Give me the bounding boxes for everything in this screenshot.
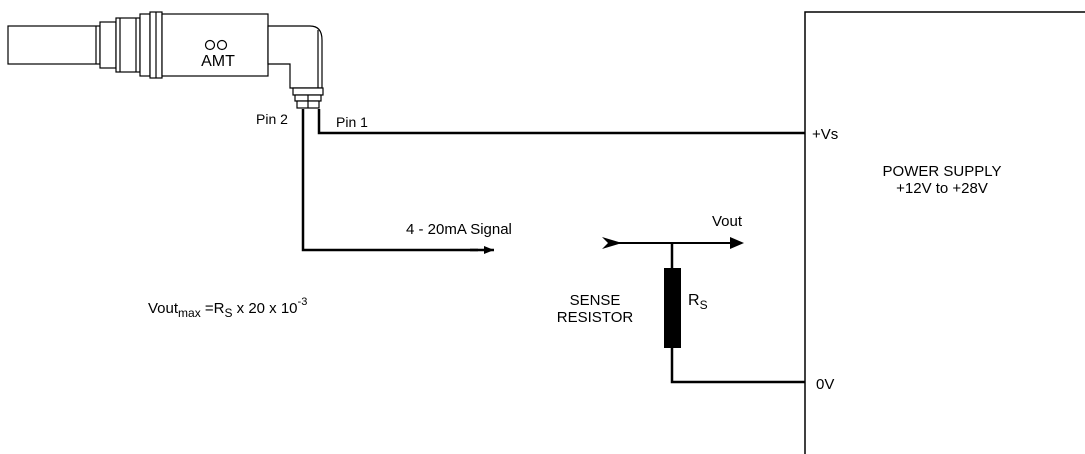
vout-node (608, 242, 734, 268)
wiring (301, 109, 805, 384)
power-supply-box (804, 11, 1085, 454)
amt-transducer-icon (7, 11, 324, 109)
vout-output-arrow-icon (730, 237, 744, 249)
power-supply-title-line1: POWER SUPPLY (882, 163, 1002, 180)
formula-prefix: Vout (148, 300, 179, 317)
vout-label: Vout (712, 213, 743, 230)
formula-rest: x 20 x 10 (232, 300, 298, 317)
plus-vs-label: +Vs (812, 126, 839, 143)
pin2-label: Pin 2 (256, 111, 288, 127)
pin1-wire (317, 109, 805, 135)
formula-middle: =R (200, 300, 225, 317)
formula-middle-sub: S (224, 306, 233, 320)
power-supply-title-line2: +12V to +28V (896, 180, 988, 197)
sense-resistor-line2: RESISTOR (556, 309, 634, 326)
vout-input-arrow-icon (602, 237, 622, 249)
formula-prefix-sub: max (178, 306, 201, 320)
transducer-label: AMT (201, 53, 235, 70)
resistor-symbol-label: RS (688, 292, 708, 312)
pin1-label: Pin 1 (336, 114, 368, 130)
signal-label: 4 - 20mA Signal (406, 221, 512, 238)
power-supply-title: POWER SUPPLY +12V to +28V (862, 164, 1022, 196)
zero-volt-wire (670, 347, 805, 384)
vout-max-formula: Voutmax =RS x 20 x 10-3 (148, 296, 308, 320)
sense-resistor-icon (664, 268, 681, 348)
resistor-symbol-main: R (688, 292, 700, 309)
pin2-wire (301, 109, 478, 252)
sense-resistor-line1: SENSE (569, 292, 621, 309)
sense-resistor-label: SENSE RESISTOR (550, 293, 640, 325)
resistor-symbol-sub: S (699, 298, 708, 312)
formula-exponent: -3 (297, 296, 308, 308)
zero-volt-label: 0V (816, 376, 835, 393)
